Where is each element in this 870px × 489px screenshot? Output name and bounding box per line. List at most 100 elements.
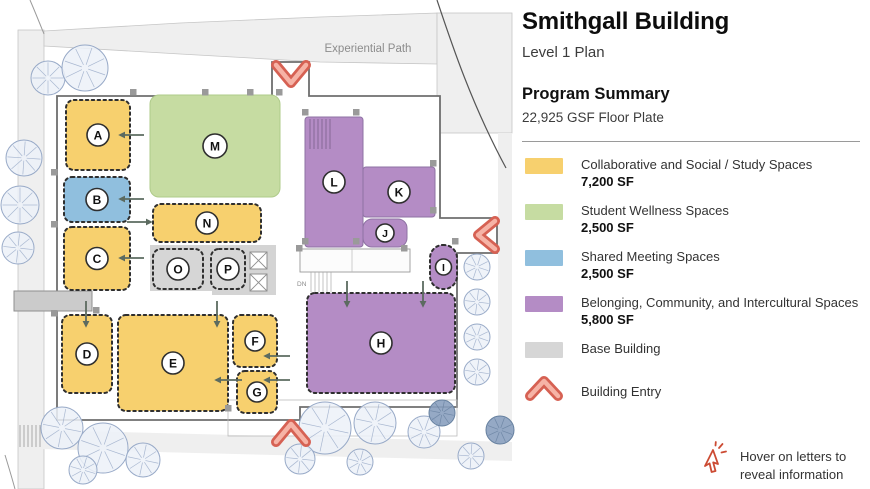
dn-label: DN xyxy=(297,281,307,288)
legend-swatch-base xyxy=(525,342,563,358)
legend-sf: 5,800 SF xyxy=(581,312,634,327)
legend-row-belonging: Belonging, Community, and Intercultural … xyxy=(522,294,866,327)
tree xyxy=(457,442,485,470)
legend-label: Belonging, Community, and Intercultural … xyxy=(581,295,859,310)
tree xyxy=(61,44,109,92)
room-letter-A: A xyxy=(94,128,103,142)
elevator-x xyxy=(249,273,268,292)
room-letter-E: E xyxy=(169,356,177,370)
tree xyxy=(463,253,491,281)
hover-note: Hover on letters to reveal information xyxy=(696,441,846,483)
legend-row-building-entry: Building Entry xyxy=(522,375,866,403)
building-entry-left xyxy=(473,216,500,254)
room-letter-G: G xyxy=(252,385,261,399)
tree xyxy=(353,401,397,445)
legend-sf: 2,500 SF xyxy=(581,220,634,235)
room-E[interactable]: E xyxy=(117,314,229,412)
tree xyxy=(125,442,161,478)
legend-label: Student Wellness Spaces xyxy=(581,203,729,218)
cursor-sparkle-icon xyxy=(704,441,727,473)
door-marker xyxy=(353,109,360,116)
tree xyxy=(30,60,66,96)
experiential-path-label: Experiential Path xyxy=(325,43,412,55)
room-letter-L: L xyxy=(330,175,337,189)
door-marker xyxy=(51,169,58,176)
legend-label: Shared Meeting Spaces xyxy=(581,249,720,264)
door-marker xyxy=(247,89,254,96)
building-entry-icon xyxy=(525,376,563,401)
room-letter-N: N xyxy=(203,216,212,230)
info-panel: Smithgall Building Level 1 Plan Program … xyxy=(522,6,866,403)
room-letter-F: F xyxy=(251,334,258,348)
page-title: Smithgall Building xyxy=(522,8,730,35)
deck-strip xyxy=(299,248,411,273)
tree-dark xyxy=(485,415,515,445)
tree xyxy=(1,231,35,265)
room-letter-K: K xyxy=(395,185,404,199)
door-marker xyxy=(302,238,309,245)
door-marker xyxy=(353,238,360,245)
door-marker xyxy=(276,89,283,96)
door-marker xyxy=(401,245,408,252)
tree xyxy=(0,185,40,225)
plaza-northeast xyxy=(436,12,513,134)
legend-sf: 2,500 SF xyxy=(581,266,634,281)
legend-label: Base Building xyxy=(581,341,661,356)
tree xyxy=(346,448,374,476)
room-letter-C: C xyxy=(93,252,102,266)
legend-row-wellness: Student Wellness Spaces 2,500 SF xyxy=(522,202,866,235)
hover-note-line2: reveal information xyxy=(740,466,844,482)
legend-row-base: Base Building xyxy=(522,340,866,358)
room-A[interactable]: A xyxy=(65,99,131,171)
room-letter-J: J xyxy=(382,228,388,240)
room-letter-M: M xyxy=(210,139,220,153)
building-entry-down xyxy=(271,60,311,88)
room-N[interactable]: N xyxy=(152,203,262,243)
legend-label-building-entry: Building Entry xyxy=(581,384,662,399)
room-J[interactable]: J xyxy=(362,218,408,248)
divider-line xyxy=(522,141,860,142)
legend-swatch-collab xyxy=(525,158,563,174)
tree xyxy=(5,139,43,177)
hover-note-line1: Hover on letters to xyxy=(740,449,847,464)
building-entry-up xyxy=(271,419,311,447)
tree xyxy=(407,415,441,449)
level-subtitle: Level 1 Plan xyxy=(522,44,605,61)
room-F[interactable]: F xyxy=(232,314,278,368)
tree xyxy=(463,358,491,386)
room-letter-D: D xyxy=(83,347,92,361)
room-D[interactable]: D xyxy=(61,314,113,394)
door-marker xyxy=(430,160,437,167)
door-marker xyxy=(202,89,209,96)
door-marker xyxy=(51,221,58,228)
room-P[interactable]: P xyxy=(210,248,246,290)
room-G[interactable]: G xyxy=(236,370,278,414)
hover-note-text: Hover on letters to reveal information xyxy=(740,448,846,483)
tree-dark xyxy=(428,399,456,427)
room-M[interactable]: M xyxy=(149,94,281,198)
room-K[interactable]: K xyxy=(362,166,436,218)
tree xyxy=(463,323,491,351)
room-H[interactable]: H xyxy=(306,292,456,394)
legend-label: Collaborative and Social / Study Spaces xyxy=(581,157,813,172)
room-I[interactable]: I xyxy=(429,244,458,290)
site-boundary-ne xyxy=(436,0,507,169)
tree xyxy=(40,406,84,450)
tree xyxy=(68,455,98,485)
door-marker xyxy=(430,207,437,214)
room-O[interactable]: O xyxy=(152,248,204,290)
legend-swatch-wellness xyxy=(525,204,563,220)
door-marker xyxy=(296,245,303,252)
door-marker xyxy=(452,238,459,245)
room-letter-P: P xyxy=(224,262,232,276)
west-entry-canopy xyxy=(13,290,93,312)
legend-row-meeting: Shared Meeting Spaces 2,500 SF xyxy=(522,248,866,281)
gsf-floor-plate: 22,925 GSF Floor Plate xyxy=(522,110,664,125)
room-C[interactable]: C xyxy=(63,226,131,291)
door-marker xyxy=(130,89,137,96)
room-L[interactable]: L xyxy=(304,116,364,248)
